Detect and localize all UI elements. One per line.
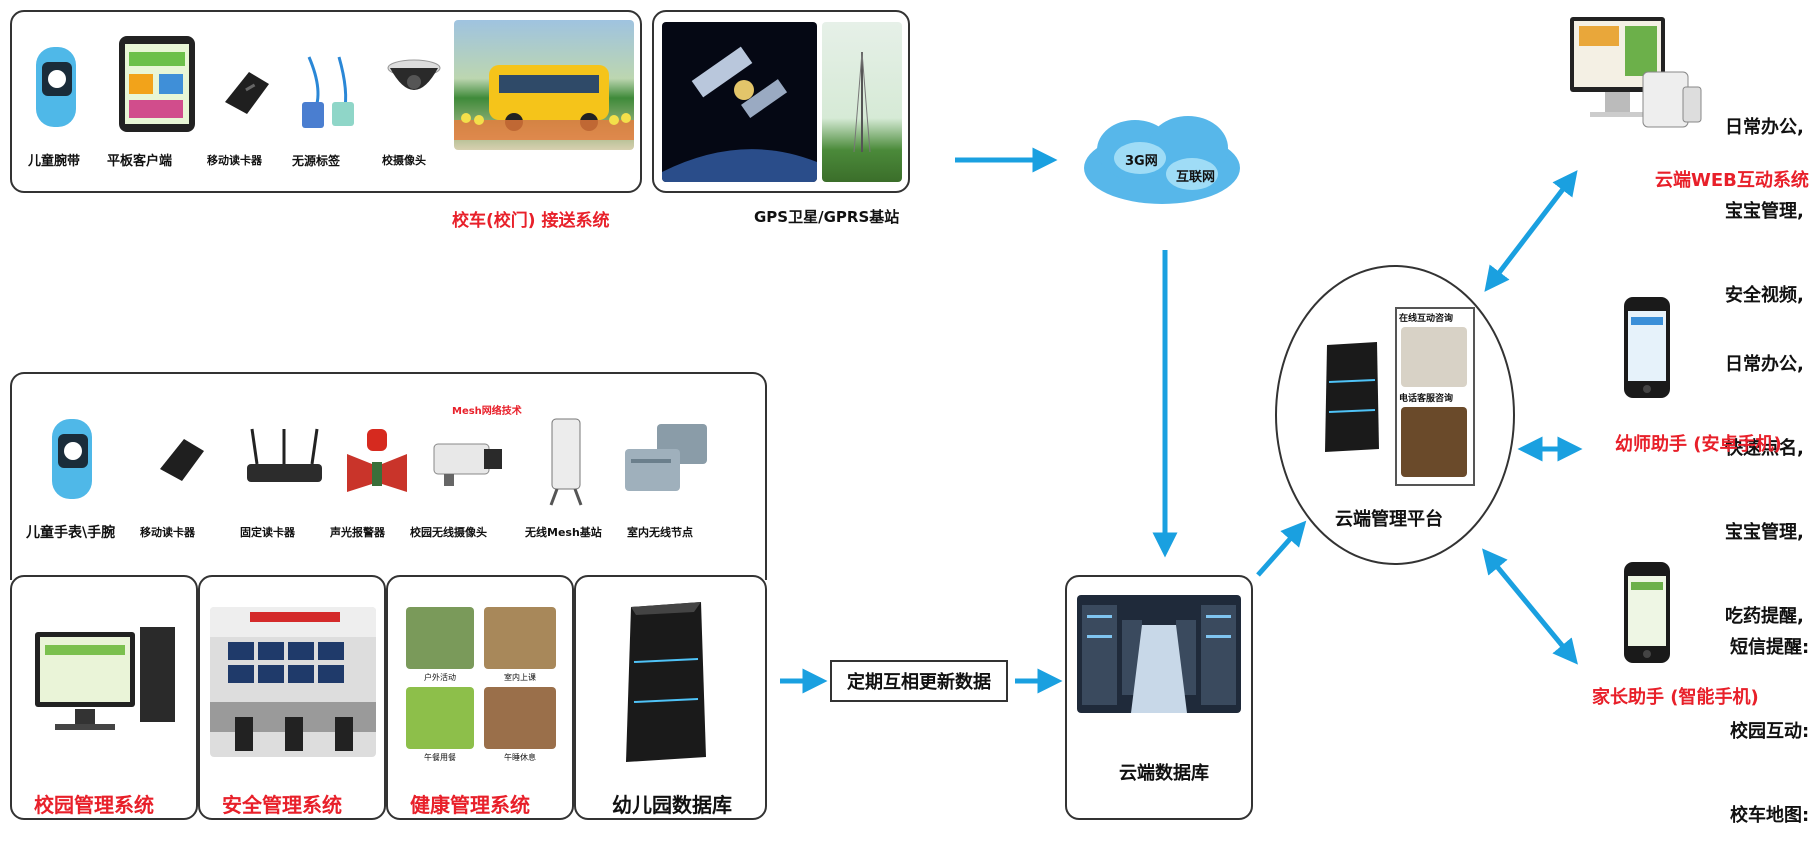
school-bus-system-caption: 校车(校门) 接送系统: [452, 211, 610, 231]
campus-mgmt-panel: 校园管理系统: [10, 575, 198, 820]
dome-camera-image: [384, 50, 444, 110]
data-center-image: [1077, 595, 1241, 713]
web-feature-1: 日常办公,: [1725, 117, 1804, 138]
device-label-tag: 无源标签: [292, 154, 341, 168]
tablet-image: [117, 34, 197, 134]
teacher-feature-1: 日常办公,: [1725, 354, 1804, 375]
mid-label-node: 室内无线节点: [627, 526, 693, 539]
satellite-image: [662, 22, 817, 182]
health-mgmt-caption: 健康管理系统: [410, 793, 530, 817]
safety-mgmt-caption: 安全管理系统: [222, 793, 342, 817]
web-feature-3: 安全视频,: [1725, 285, 1804, 306]
device-label-reader: 移动读卡器: [207, 154, 262, 167]
health-caption-4: 午睡休息: [504, 753, 536, 762]
parent-feature-2: 校园互动:: [1730, 721, 1810, 742]
parent-feature-1: 短信提醒:: [1730, 637, 1810, 658]
cloud-platform-caption: 云端管理平台: [1335, 509, 1443, 530]
gprs-tower-image: [822, 22, 902, 182]
platform-server-image: [1317, 337, 1387, 457]
platform-service-card: 在线互动咨询 电话客服咨询: [1395, 307, 1475, 486]
health-photo-2: [484, 607, 556, 669]
teacher-feature-2: 快速点名,: [1725, 438, 1804, 459]
health-mgmt-panel: 户外活动 室内上课 午餐用餐 午睡休息 健康管理系统: [386, 575, 574, 820]
health-photo-3: [406, 687, 474, 749]
teacher-phone-image: [1622, 295, 1672, 400]
mid-label-watch: 儿童手表\手腕: [26, 525, 116, 541]
mesh-tech-label: Mesh网络技术: [452, 406, 522, 417]
cloud-label-internet: 互联网: [1176, 170, 1216, 185]
mid-label-alarm: 声光报警器: [330, 526, 385, 539]
mid-label-mesh: 无线Mesh基站: [525, 526, 602, 539]
indoor-node-image: [617, 419, 717, 499]
teacher-features: 日常办公, 快速点名, 宝宝管理, 吃药提醒,: [1725, 295, 1804, 659]
parent-feature-3: 校车地图:: [1730, 805, 1810, 826]
kid-wristband-image: [26, 42, 86, 132]
device-label-camera: 校摄像头: [382, 154, 426, 167]
campus-camera-image: [424, 429, 509, 489]
device-label-tablet: 平板客户端: [107, 154, 173, 169]
arrow-db-to-platform: [1256, 520, 1307, 577]
phone-consult-photo: [1401, 407, 1467, 477]
parent-assistant-caption: 家长助手 (智能手机): [1592, 687, 1759, 708]
arrows-layer: [780, 147, 1583, 694]
cloud-database-caption: 云端数据库: [1119, 763, 1209, 784]
kindergarten-db-panel: 幼儿园数据库: [574, 575, 767, 820]
control-room-image: [210, 607, 376, 757]
online-consult-photo: [1401, 327, 1467, 387]
web-features: 日常办公, 宝宝管理, 安全视频,: [1725, 58, 1804, 338]
web-devices-image: [1565, 12, 1705, 142]
kindergarten-db-caption: 幼儿园数据库: [612, 793, 732, 817]
web-system-caption: 云端WEB互动系统: [1655, 170, 1809, 191]
periodic-sync-label: 定期互相更新数据: [847, 672, 991, 693]
network-cloud: 3G网 互联网: [1080, 110, 1245, 215]
health-caption-2: 室内上课: [504, 673, 536, 682]
cloud-label-3g: 3G网: [1125, 154, 1158, 169]
arrow-platform-parent: [1482, 548, 1578, 665]
teacher-feature-3: 宝宝管理,: [1725, 522, 1804, 543]
teacher-feature-4: 吃药提醒,: [1725, 606, 1804, 627]
gps-panel: GPS卫星/GPRS基站: [652, 10, 910, 226]
parent-features: 短信提醒: 校园互动: 校车地图:: [1730, 578, 1809, 858]
teacher-assistant-caption: 幼师助手 (安卓手机): [1615, 434, 1782, 455]
mid-label-fixed-reader: 固定读卡器: [240, 526, 295, 539]
reader-image: [152, 429, 212, 489]
arrow-platform-web: [1484, 170, 1578, 292]
campus-mgmt-caption: 校园管理系统: [34, 793, 154, 817]
fixed-reader-image: [242, 424, 327, 494]
online-consult-label: 在线互动咨询: [1399, 314, 1454, 324]
health-photo-1: [406, 607, 474, 669]
desktop-pc-image: [30, 617, 180, 747]
health-caption-3: 午餐用餐: [424, 753, 456, 762]
mesh-base-image: [537, 409, 592, 509]
kindergarten-server-image: [616, 597, 716, 767]
passive-tag-image: [294, 52, 364, 132]
parent-phone-image: [1622, 560, 1672, 665]
school-bus-devices-panel: 儿童腕带 平板客户端 移动读卡器 无源标签 校摄像头 校车(校门) 接送系统: [10, 10, 642, 231]
kid-watch-image: [42, 414, 102, 504]
safety-mgmt-panel: 安全管理系统: [198, 575, 386, 820]
cloud-database-panel: 云端数据库: [1065, 575, 1253, 820]
cloud-platform-ellipse: 在线互动咨询 电话客服咨询 云端管理平台: [1275, 265, 1515, 565]
alarm-image: [342, 424, 412, 494]
school-bus-photo: [454, 20, 634, 150]
campus-devices-panel: Mesh网络技术 儿童手表\手腕 移动读卡器 固定读卡器 声光报警器 校园无线摄…: [10, 372, 767, 580]
mid-label-camera: 校园无线摄像头: [410, 526, 487, 539]
gps-caption: GPS卫星/GPRS基站: [754, 208, 900, 226]
mobile-reader-image: [217, 62, 277, 122]
web-feature-2: 宝宝管理,: [1725, 201, 1804, 222]
mid-label-reader: 移动读卡器: [140, 526, 195, 539]
health-caption-1: 户外活动: [424, 673, 456, 682]
device-label-wristband: 儿童腕带: [28, 154, 81, 169]
periodic-sync-box: 定期互相更新数据: [830, 660, 1008, 702]
health-photo-4: [484, 687, 556, 749]
phone-consult-label: 电话客服咨询: [1399, 394, 1454, 404]
